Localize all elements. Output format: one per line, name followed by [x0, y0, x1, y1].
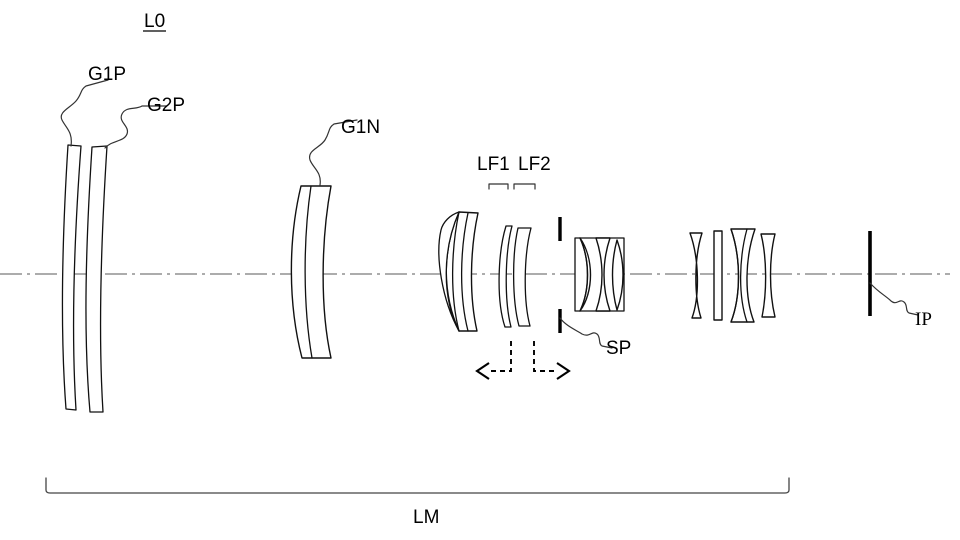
- bracket-lf2: [513, 183, 536, 190]
- leader-line-ip: [869, 282, 919, 316]
- label-l0: L0: [144, 11, 165, 32]
- lens-element-lf2a: [498, 225, 513, 328]
- label-lm: LM: [413, 507, 439, 528]
- label-sp: SP: [606, 338, 631, 359]
- label-lf1: LF1: [477, 154, 510, 175]
- label-g2p: G2P: [147, 95, 185, 116]
- label-g1n: G1N: [341, 117, 380, 138]
- lens-group-after-stop: [574, 237, 625, 312]
- master-lens-bracket: [45, 477, 790, 494]
- lens-element-g1n: [290, 185, 332, 359]
- lens-element-tail-c: [730, 228, 756, 323]
- lens-element-lf1: [438, 211, 479, 332]
- bracket-lf1: [488, 183, 509, 190]
- focus-movement-indicator: [475, 341, 571, 380]
- lens-element-tail-b: [713, 230, 723, 321]
- lens-element-lf2b: [512, 227, 532, 327]
- label-ip: IP: [915, 309, 932, 330]
- label-lf2: LF2: [518, 154, 551, 175]
- leader-line-sp: [559, 317, 613, 349]
- lens-element-tail-d: [760, 233, 776, 318]
- leader-line-g1p: [60, 79, 109, 147]
- lens-element-g1p: [61, 144, 82, 411]
- leader-line-g1n: [308, 119, 358, 186]
- label-g1p: G1P: [88, 64, 126, 85]
- lens-element-g2p: [85, 145, 108, 413]
- lens-element-tail-a: [689, 232, 703, 319]
- leader-line-g2p: [104, 105, 167, 149]
